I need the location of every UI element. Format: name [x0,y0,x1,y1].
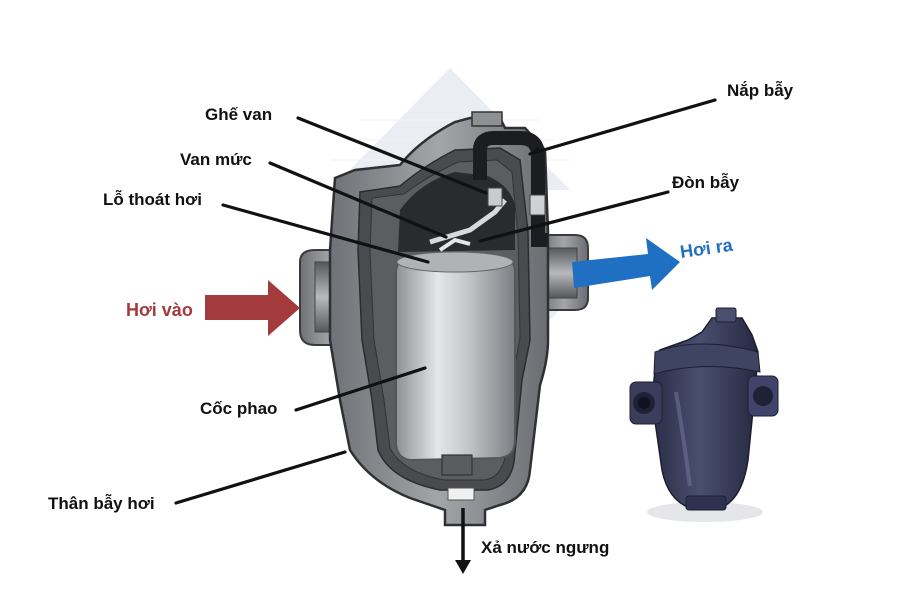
drain-down-arrow-icon [455,508,471,574]
label-ghe-van: Ghế van [205,105,272,124]
label-xa-nuoc-ngung: Xả nước ngưng [481,538,609,557]
label-than-bay-hoi: Thân bẫy hơi [48,494,155,513]
label-van-muc: Van mức [180,150,252,169]
label-nap-bay: Nắp bẫy [727,81,794,100]
outlet-arrow-icon [572,238,680,290]
label-hoi-ra: Hơi ra [679,235,735,262]
label-coc-phao: Cốc phao [200,399,277,418]
label-hoi-vao: Hơi vào [126,300,193,320]
label-don-bay: Đòn bẫy [672,173,740,192]
steam-trap-product-image [629,307,779,522]
inlet-arrow-icon [205,280,300,336]
trap-cross-section [299,111,589,527]
label-lo-thoat-hoi: Lỗ thoát hơi [103,190,202,209]
leader-lines [174,98,717,505]
